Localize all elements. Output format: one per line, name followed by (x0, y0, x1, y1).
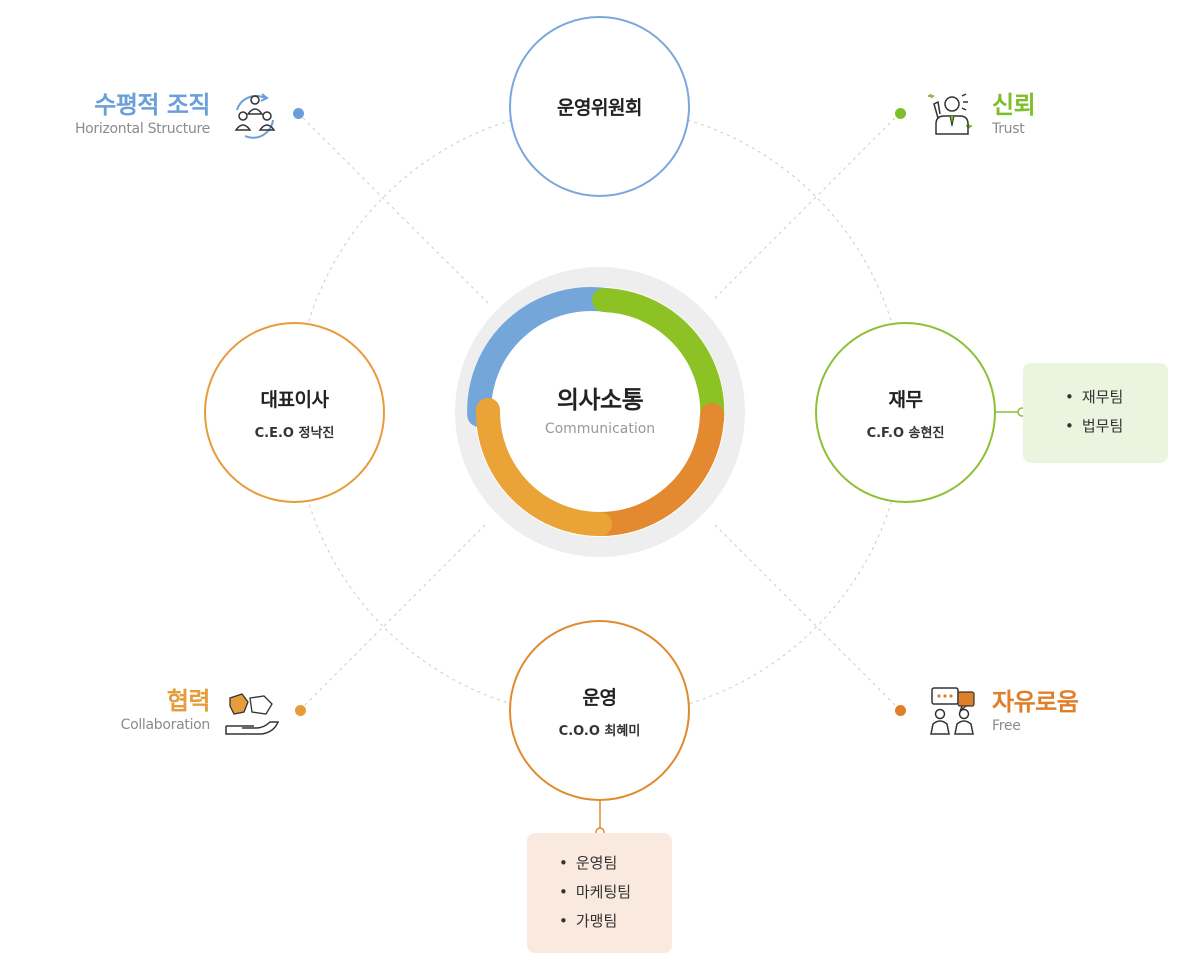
value-horizontal-dot (293, 108, 304, 119)
list-item: 운영팀 (559, 849, 672, 878)
center-inner-disc (475, 287, 725, 537)
list-item: 마케팅팀 (559, 878, 672, 907)
center-title: 의사소통 (556, 386, 644, 414)
value-collaboration-title: 협력 (166, 687, 211, 715)
people-cycle-icon (234, 93, 276, 139)
ring-green-segment (592, 288, 725, 432)
connector-collaboration (299, 521, 489, 711)
node-coo-subtitle: C.O.O 최혜미 (558, 723, 641, 739)
puzzle-hand-icon (225, 693, 280, 735)
node-committee-title: 운영위원회 (557, 97, 642, 119)
value-trust-title: 신뢰 (992, 91, 1036, 119)
value-trust: 신뢰 Trust (992, 90, 1152, 138)
chat-people-icon (930, 687, 975, 735)
node-ceo-subtitle: C.E.O 정낙진 (254, 425, 335, 441)
node-ceo: 대표이사 C.E.O 정낙진 (204, 322, 385, 503)
ring-darkorange-segment (586, 403, 724, 537)
list-item: 법무팀 (1065, 412, 1168, 441)
value-free-subtitle: Free (992, 718, 1021, 734)
center-subtitle: Communication (544, 421, 656, 437)
value-collaboration: 협력 Collaboration (40, 686, 211, 734)
center-label: 의사소통 Communication (500, 380, 700, 437)
value-free-title: 자유로움 (992, 688, 1079, 716)
node-coo: 운영 C.O.O 최혜미 (509, 620, 690, 801)
value-horizontal-subtitle: Horizontal Structure (74, 121, 210, 137)
value-trust-dot (895, 108, 906, 119)
list-item: 가맹팀 (559, 907, 672, 936)
value-horizontal: 수평적 조직 Horizontal Structure (40, 90, 211, 138)
value-free-dot (895, 705, 906, 716)
value-collaboration-subtitle: Collaboration (120, 717, 211, 733)
node-ceo-title: 대표이사 (260, 388, 329, 411)
ring-blue-segment (467, 287, 620, 427)
connector-horizontal (297, 112, 489, 304)
connector-free (711, 521, 901, 711)
node-cfo-title: 재무 (888, 388, 923, 411)
ring-orange-segment (475, 398, 612, 536)
value-horizontal-title: 수평적 조직 (94, 91, 210, 119)
node-cfo-subtitle: C.F.O 송현진 (866, 425, 945, 441)
value-collaboration-dot (295, 705, 306, 716)
node-committee: 운영위원회 (509, 16, 690, 197)
finance-teams-box: 재무팀 법무팀 (1023, 363, 1168, 463)
operation-teams-box: 운영팀 마케팅팀 가맹팀 (527, 833, 672, 953)
value-free: 자유로움 Free (992, 687, 1152, 735)
idea-person-icon (928, 93, 972, 135)
list-item: 재무팀 (1065, 383, 1168, 412)
value-trust-subtitle: Trust (992, 121, 1025, 137)
node-coo-title: 운영 (582, 686, 617, 709)
node-cfo: 재무 C.F.O 송현진 (815, 322, 996, 503)
connector-trust (711, 112, 901, 302)
